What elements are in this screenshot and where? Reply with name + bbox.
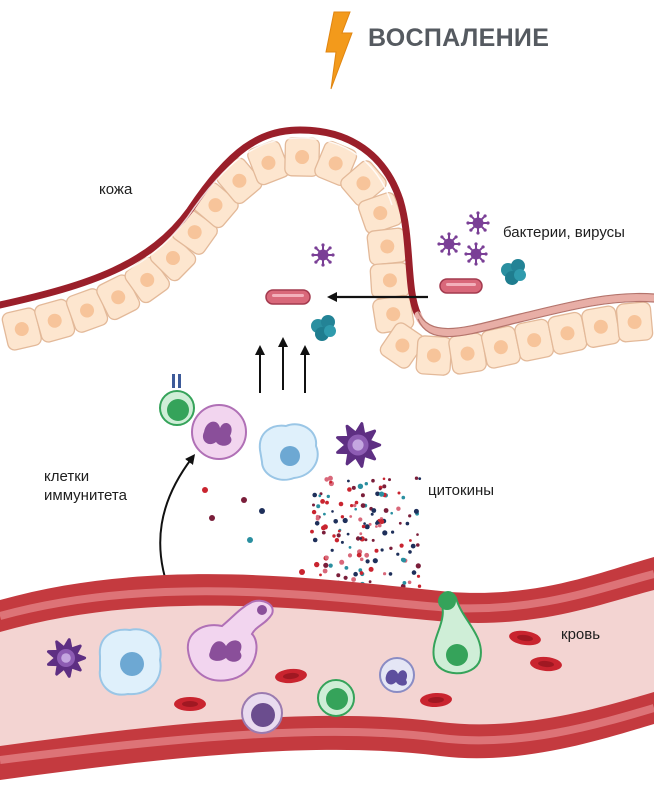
blood-vessel bbox=[0, 557, 654, 780]
immune-cells-label-line2: иммунитета bbox=[44, 487, 127, 504]
neutrophil-tissue bbox=[191, 404, 247, 460]
red-blood-cell bbox=[530, 656, 562, 672]
neutrophil-blood bbox=[379, 657, 415, 693]
red-blood-cell bbox=[509, 630, 541, 646]
skin-cell bbox=[124, 256, 171, 304]
red-blood-cell bbox=[275, 668, 307, 684]
skin-cell bbox=[615, 301, 654, 343]
skin-cell bbox=[247, 140, 290, 186]
immune-cells-label-line1: клетки bbox=[44, 468, 90, 485]
bacterial-cluster-inside bbox=[311, 315, 336, 341]
skin-cell bbox=[379, 322, 426, 369]
t-cell-extravasation bbox=[432, 591, 482, 675]
red-blood-cell bbox=[420, 692, 452, 708]
bacterium-inside bbox=[265, 289, 311, 305]
macrophage-blood bbox=[98, 628, 162, 696]
t-cell-blood bbox=[317, 679, 355, 717]
skin-surface-red bbox=[0, 126, 422, 319]
skin-cell bbox=[415, 335, 453, 376]
virus-icon bbox=[437, 232, 461, 256]
page-title: ВОСПАЛЕНИЕ bbox=[368, 24, 550, 52]
microbes-outside bbox=[311, 211, 526, 294]
blood-label: кровь bbox=[561, 626, 601, 643]
red-blood-cell bbox=[174, 697, 206, 711]
cytokines-label: цитокины bbox=[428, 482, 495, 499]
virus-icon bbox=[466, 211, 490, 235]
dendritic-cell-tissue bbox=[336, 422, 382, 468]
skin-cell bbox=[581, 305, 621, 348]
skin-cell bbox=[547, 311, 588, 355]
virus-icon bbox=[311, 243, 335, 267]
t-cell-with-receptor bbox=[159, 374, 195, 426]
skin-cell bbox=[369, 262, 411, 299]
skin-cell bbox=[366, 227, 408, 266]
skin-layer bbox=[0, 126, 654, 376]
skin-cell bbox=[448, 332, 487, 375]
lightning-bolt-icon bbox=[325, 11, 353, 90]
virus-icon bbox=[464, 242, 488, 266]
microbes-inside bbox=[265, 289, 336, 341]
skin-cell bbox=[65, 288, 109, 333]
viruses bbox=[311, 211, 490, 267]
red-blood-cells bbox=[174, 630, 562, 711]
neutrophil-extravasation bbox=[186, 599, 274, 682]
bacterial-cluster-outside bbox=[501, 259, 526, 285]
bacterium-outside bbox=[439, 278, 483, 294]
skin-surface-healthy bbox=[414, 294, 654, 337]
vessel-wall-bottom bbox=[0, 692, 654, 780]
skin-surface-inner bbox=[0, 137, 393, 312]
immune-cells-label: клетки иммунитета bbox=[44, 467, 127, 505]
cytokine-particles bbox=[202, 475, 422, 599]
skin-cells bbox=[1, 137, 654, 376]
lymphocyte-blood bbox=[241, 692, 283, 734]
macrophage-tissue bbox=[258, 423, 319, 481]
skin-cell bbox=[34, 298, 76, 343]
dendritic-cell-blood bbox=[47, 638, 87, 678]
microbes-label: бактерии, вирусы bbox=[503, 224, 625, 241]
immune-cells-tissue bbox=[159, 374, 382, 481]
skin-label: кожа bbox=[99, 181, 133, 198]
